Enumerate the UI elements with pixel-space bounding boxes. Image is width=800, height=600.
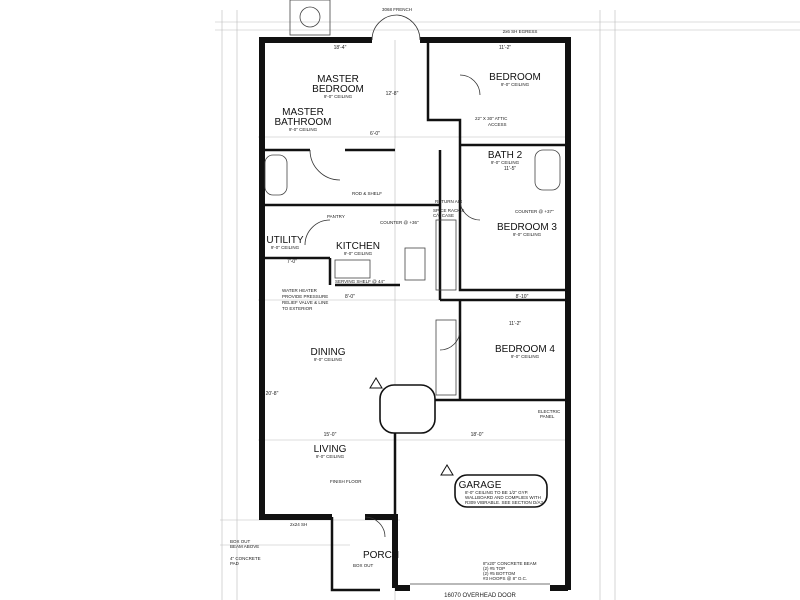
- water-heater-note-3: RELIEF VALVE & LINE: [282, 300, 328, 305]
- skylight-label: 2x24 SH: [290, 522, 307, 527]
- attic-access-2: ACCESS: [488, 122, 507, 127]
- water-heater-note-4: TO EXTERIOR: [282, 306, 313, 311]
- counter-36-label: COUNTER @ +36": [380, 220, 419, 225]
- beam-note-3: (2) #5 BOTTOM: [483, 571, 515, 576]
- concrete-pad-1: 4" CONCRETE: [230, 556, 261, 561]
- dim-utility: 7'-0": [287, 259, 297, 265]
- spice-rack-1: SPICE RACK &: [433, 208, 465, 213]
- dim-living-depth: 20'-8": [266, 391, 279, 397]
- ceiling-note: 9'-0" CEILING: [316, 454, 345, 459]
- pantry-label: PANTRY: [327, 214, 345, 219]
- room-label-utility: UTILITY: [266, 235, 304, 246]
- dim-garage-width: 18'-0": [471, 432, 484, 438]
- room-label-master-bathroom: MASTER: [282, 107, 324, 118]
- box-out-2: BEAM ABOVE: [230, 544, 259, 549]
- dimension-grid: [215, 10, 800, 600]
- porch-box-out: BOX OUT: [353, 563, 374, 568]
- french-door-label: 3068 FRENCH: [382, 7, 412, 12]
- room-label-garage: GARAGE: [459, 480, 502, 491]
- garage-note-1: 8'-0" CEILING TO BE 1/2" GYP.: [465, 490, 528, 495]
- ceiling-note: 9'-0" CEILING: [511, 354, 540, 359]
- room-label-master-bedroom: MASTER: [317, 74, 359, 85]
- room-label-dining: DINING: [311, 347, 346, 358]
- beam-note-4: #3 HOOPS @ 8" O.C.: [483, 576, 527, 581]
- ceiling-note: 9'-0" CEILING: [501, 82, 530, 87]
- dim-master-width: 18'-4": [334, 45, 347, 51]
- dim-bedroom-width: 11'-2": [499, 45, 512, 51]
- dim-bed3-width: 8'-10": [516, 294, 529, 300]
- water-heater-note-2: PROVIDE PRESSURE: [282, 294, 328, 299]
- water-heater-note-1: WATER HEATER: [282, 288, 318, 293]
- room-label-master-bathroom-2: BATHROOM: [274, 117, 331, 128]
- overhead-door-label: 16070 OVERHEAD DOOR: [444, 593, 516, 599]
- electric-panel-2: PANEL: [540, 414, 555, 419]
- ceiling-note: 9'-0" CEILING: [513, 232, 542, 237]
- dim-master-depth: 12'-8": [386, 91, 399, 97]
- spice-rack-2: C/V CASE: [433, 213, 454, 218]
- box-out-1: BOX OUT: [230, 539, 251, 544]
- room-label-bedroom3: BEDROOM 3: [497, 222, 557, 233]
- ceiling-note: 9'-0" CEILING: [314, 357, 343, 362]
- return-air-label: RETURN AIR: [435, 199, 463, 204]
- revision-cloud-garage: [440, 464, 548, 508]
- garage-note-3: R309 VIBRABLE. SEE SECTION D/A3: [465, 500, 544, 505]
- garage-note-2: WALLBOARD AND COMPLIES WITH: [465, 495, 541, 500]
- ceiling-note: 9'-0" CEILING: [324, 94, 353, 99]
- ceiling-note: 9'-0" CEILING: [344, 251, 373, 256]
- ceiling-note: 9'-0" CEILING: [491, 160, 520, 165]
- dim-bed4-width: 11'-2": [509, 321, 522, 327]
- room-label-porch: PORCH: [363, 550, 399, 561]
- room-label-living: LIVING: [314, 444, 347, 455]
- room-label-kitchen: KITCHEN: [336, 241, 380, 252]
- room-label-bedroom: BEDROOM: [489, 72, 541, 83]
- counter-37-label: COUNTER @ +37": [515, 209, 554, 214]
- serving-shelf-label: SERVING SHELF @ 44": [335, 279, 385, 284]
- ceiling-note: 9'-0" CEILING: [289, 127, 318, 132]
- ceiling-note: 9'-0" CEILING: [271, 245, 300, 250]
- rod-shelf-label: ROD & SHELF: [352, 191, 382, 196]
- room-label-master-bedroom-2: BEDROOM: [312, 84, 364, 95]
- dim-bath: 6'-0": [370, 131, 380, 137]
- doors: [304, 14, 481, 538]
- concrete-pad-2: PAD: [230, 561, 240, 566]
- room-label-bath2: BATH 2: [488, 150, 523, 161]
- beam-note-2: (2) #5 TOP: [483, 566, 505, 571]
- dim-bath2-width: 11'-5": [504, 166, 517, 172]
- dim-kitchen: 8'-0": [345, 294, 355, 300]
- dim-living-width: 15'-0": [324, 432, 337, 438]
- room-label-bedroom4: BEDROOM 4: [495, 344, 555, 355]
- revision-cloud-closet: [369, 377, 436, 434]
- electric-panel-1: ELECTRIC: [538, 409, 561, 414]
- egress-window-label: 2x6 SH EGRESS: [503, 29, 538, 34]
- beam-note-1: 8"x20" CONCRETE BEAM: [483, 561, 537, 566]
- attic-access-1: 22" X 30" ATTIC: [475, 116, 508, 121]
- finish-floor-label: FINISH FLOOR: [330, 479, 362, 484]
- exterior-walls: [259, 37, 571, 591]
